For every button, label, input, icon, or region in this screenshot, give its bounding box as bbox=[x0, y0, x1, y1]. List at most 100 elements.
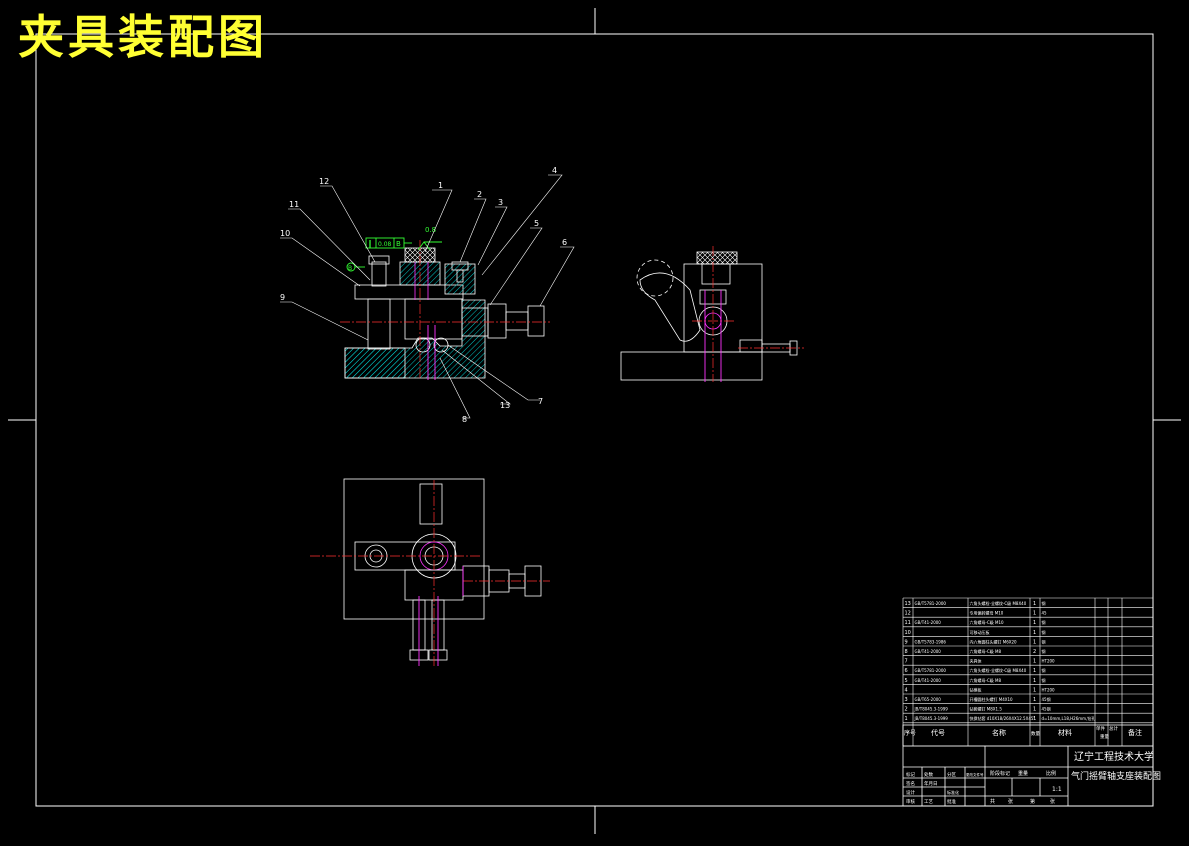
callout-12: 12 bbox=[319, 177, 329, 186]
bom-cell-mat: 45钢 bbox=[1042, 706, 1051, 712]
callout-10: 10 bbox=[280, 229, 290, 238]
bom-cell-no: 9 bbox=[905, 639, 908, 645]
callout-9: 9 bbox=[280, 293, 285, 302]
title-block-role-process: 工艺 bbox=[924, 799, 933, 805]
bom-cell-no: 1 bbox=[905, 716, 908, 722]
bom-cell-name: 专用偏转螺母 M10 bbox=[970, 610, 1004, 616]
bom-header-single: 单件 bbox=[1096, 725, 1105, 732]
title-block-weight-label: 重量 bbox=[1018, 770, 1028, 777]
bom-cell-qty: 1 bbox=[1033, 601, 1036, 607]
front-section-view bbox=[340, 240, 550, 380]
bom-cell-qty: 1 bbox=[1033, 668, 1036, 674]
title-block-sig-docno: 更改文件号 bbox=[966, 772, 984, 777]
bom-header-code: 代号 bbox=[931, 728, 945, 737]
bom-cell-name: 开槽圆柱头螺钉 M4X10 bbox=[970, 696, 1014, 702]
callout-5: 5 bbox=[534, 219, 539, 228]
callout-11: 11 bbox=[289, 200, 299, 209]
bom-cell-name: 内六角圆柱头螺钉 M6X20 bbox=[970, 638, 1018, 644]
callout-2: 2 bbox=[477, 190, 482, 199]
callout-13: 13 bbox=[500, 401, 510, 410]
bom-cell-mat: 钢 bbox=[1042, 600, 1046, 606]
bom-cell-name: 六角螺母-C级 M8 bbox=[970, 677, 1002, 683]
callout-6: 6 bbox=[562, 238, 567, 247]
bom-cell-no: 6 bbox=[905, 668, 908, 674]
title-block-stage-label: 阶段标记 bbox=[990, 770, 1010, 777]
title-block-role-review: 审核 bbox=[906, 798, 915, 805]
title-block-drawing-name: 气门摇臂轴支座装配图 bbox=[1071, 770, 1161, 782]
bom-cell-mat: 钢 bbox=[1042, 677, 1046, 683]
side-view bbox=[620, 246, 804, 382]
title-block-sheet-word-1: 张 bbox=[1008, 798, 1013, 805]
bom-cell-code: GB/T41-2000 bbox=[915, 649, 942, 654]
tolerance-datum: B bbox=[396, 240, 401, 248]
tolerance-symbol: ∥ bbox=[368, 239, 372, 248]
bom-cell-qty: 2 bbox=[1033, 649, 1036, 655]
title-block-role-std: 标准化 bbox=[947, 789, 959, 795]
bom-cell-qty: 1 bbox=[1033, 716, 1036, 722]
leader-lines bbox=[280, 174, 575, 419]
overlay-title: 夹具装配图 bbox=[18, 10, 268, 64]
bom-cell-no: 13 bbox=[905, 601, 911, 607]
bom-cell-mat: HT200 bbox=[1042, 687, 1056, 692]
bom-cell-code: GB/T65-2000 bbox=[915, 697, 942, 702]
title-block-school: 辽宁工程技术大学 bbox=[1074, 750, 1154, 763]
bom-header-no: 序号 bbox=[904, 729, 916, 737]
bom-cell-no: 8 bbox=[905, 649, 908, 655]
bom-cell-code: JB/T8045.3-1999 bbox=[914, 716, 949, 721]
title-block-sig-count: 处数 bbox=[924, 771, 933, 778]
bom-cell-name: 可移动压板 bbox=[970, 629, 990, 635]
callout-8: 8 bbox=[462, 415, 467, 424]
bom-cell-code: GB/T5781-2000 bbox=[915, 601, 947, 606]
bom-header-remark: 备注 bbox=[1128, 728, 1142, 737]
bom-cell-code: GB/T41-2000 bbox=[915, 620, 942, 625]
bom-header-weight: 重量 bbox=[1100, 733, 1109, 740]
bom-header-qty: 数量 bbox=[1031, 730, 1040, 737]
callout-1: 1 bbox=[438, 181, 443, 190]
bom-cell-mat: 钢 bbox=[1042, 648, 1046, 654]
datum-marker-label: B bbox=[348, 265, 352, 272]
bom-cell-name: 六角螺母-C级 M10 bbox=[970, 619, 1005, 625]
bom-cell-no: 4 bbox=[905, 687, 908, 693]
title-block-scale: 1:1 bbox=[1052, 786, 1062, 793]
bom-cell-qty: 1 bbox=[1033, 659, 1036, 665]
bom-cell-no: 11 bbox=[905, 620, 911, 626]
bom-cell-qty: 1 bbox=[1033, 697, 1036, 703]
bom-header-name: 名称 bbox=[992, 728, 1006, 737]
bom-cell-no: 5 bbox=[905, 678, 908, 684]
tolerance-value: 0.08 bbox=[378, 241, 392, 248]
title-block bbox=[902, 724, 1154, 807]
title-block-sig-zone: 分区 bbox=[947, 771, 956, 778]
bom-cell-no: 10 bbox=[905, 630, 911, 636]
title-block-scale-label: 比例 bbox=[1046, 770, 1056, 777]
bom-cell-mat: 钢 bbox=[1042, 638, 1046, 644]
roughness-value: 0.8 bbox=[425, 226, 436, 234]
callout-4: 4 bbox=[552, 166, 557, 175]
title-block-sheet-total: 共 bbox=[990, 798, 995, 805]
bom-cell-name: 钻模板 bbox=[970, 686, 982, 692]
bom-cell-no: 7 bbox=[905, 659, 908, 665]
bom-cell-mat: 45 bbox=[1042, 611, 1048, 616]
title-block-sig-sign: 签名 bbox=[906, 780, 915, 787]
bom-cell-mat: 钢 bbox=[1042, 629, 1046, 635]
top-view bbox=[310, 478, 550, 666]
bom-cell-no: 2 bbox=[905, 707, 908, 713]
callout-7: 7 bbox=[538, 397, 543, 406]
bom-cell-code: JB/T8045.3-1999 bbox=[914, 707, 949, 712]
title-block-role-approve: 批准 bbox=[947, 798, 956, 805]
bom-cell-qty: 1 bbox=[1033, 630, 1036, 636]
title-block-sig-mark: 标记 bbox=[906, 771, 915, 778]
bom-cell-qty: 1 bbox=[1033, 687, 1036, 693]
bom-cell-qty: 1 bbox=[1033, 620, 1036, 626]
bom-cell-name: 六角头螺栓-全螺纹-C级 M8X40 bbox=[970, 667, 1027, 673]
bom-cell-code: GB/T5783-1986 bbox=[915, 639, 947, 644]
bom-cell-qty: 1 bbox=[1033, 611, 1036, 617]
bom-cell-qty: 1 bbox=[1033, 639, 1036, 645]
bom-cell-code: GB/T5781-2000 bbox=[915, 668, 947, 673]
bom-cell-code: GB/T41-2000 bbox=[915, 678, 942, 683]
title-block-sheet-word-2: 张 bbox=[1050, 798, 1055, 805]
bom-cell-mat: 钢 bbox=[1042, 619, 1046, 625]
tolerance-frame bbox=[346, 237, 442, 272]
bom-cell-no: 12 bbox=[905, 611, 911, 617]
title-block-role-design: 设计 bbox=[906, 789, 915, 796]
